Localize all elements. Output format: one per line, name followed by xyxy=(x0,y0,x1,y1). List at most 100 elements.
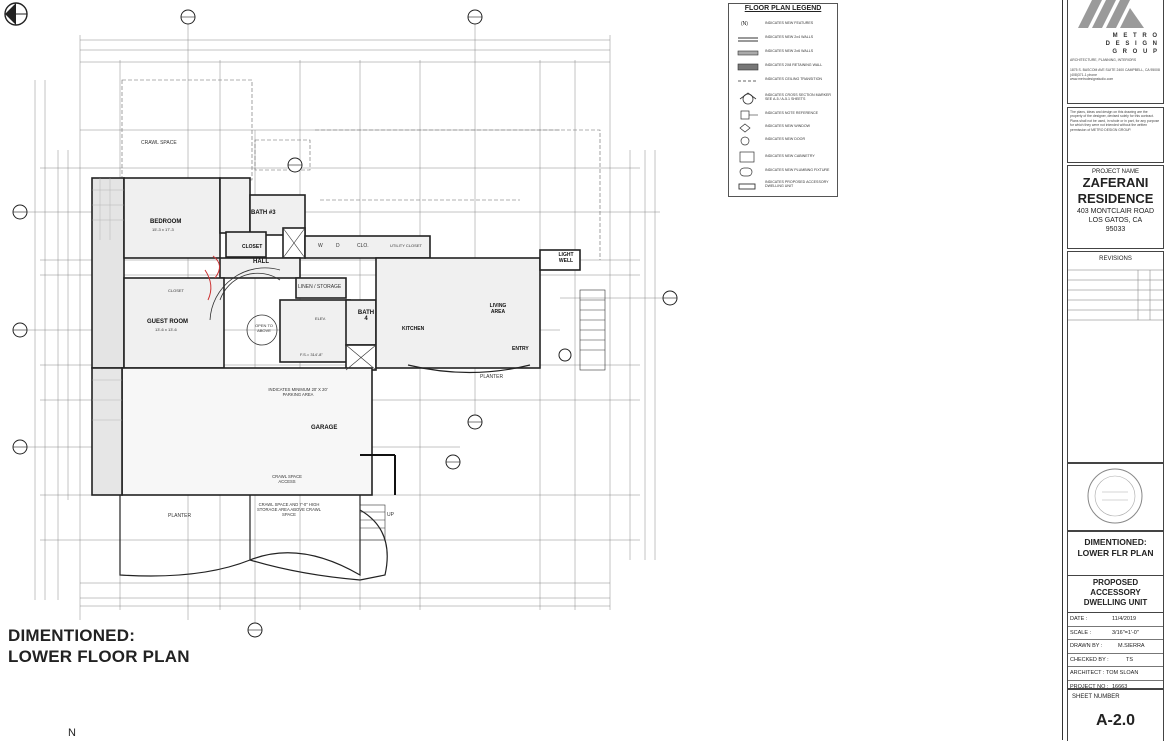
plan-title: DIMENTIONED: LOWER FLOOR PLAN xyxy=(8,625,190,667)
project-type: PROPOSED ACCESSORY DWELLING UNIT xyxy=(1083,578,1148,607)
firm-section: M E T R O D E S I G N G R O U P ARCHITEC… xyxy=(1067,0,1164,104)
meta-label: SCALE : xyxy=(1070,629,1092,636)
open-to-above-label: OPEN TO ABOVE xyxy=(255,323,273,333)
legend-row-2x4: INDICATES NEW 2x4 WALLS xyxy=(729,33,837,45)
stamp-section xyxy=(1067,463,1164,531)
meta-label: PROJECT NO : xyxy=(1070,683,1109,690)
firm-line1: M E T R O xyxy=(1112,33,1159,39)
architect-seal-icon xyxy=(1087,468,1143,524)
legend-item-text: INDICATES CEILING TRANSITION xyxy=(765,77,822,81)
closet2-label: CLOSET xyxy=(168,288,185,293)
legend-row-door: INDICATES NEW DOOR xyxy=(729,135,837,147)
meta-value: TS xyxy=(1126,656,1134,663)
wall-2x4-icon xyxy=(738,37,758,42)
planter-label: PLANTER xyxy=(480,374,504,380)
revisions-table xyxy=(1068,269,1163,321)
copyright-section: The plans, ideas and design on this draw… xyxy=(1067,107,1164,163)
adu-icon xyxy=(738,183,756,190)
note-reference-icon xyxy=(740,110,758,120)
legend-row-2x6: INDICATES NEW 2x6 WALLS xyxy=(729,47,837,59)
meta-row-checked-by: CHECKED BY :TS xyxy=(1068,654,1163,667)
legend-new-symbol: (N) xyxy=(737,20,759,30)
section-marker-icon xyxy=(739,92,757,105)
legend-row-ceiling: INDICATES CEILING TRANSITION xyxy=(729,75,837,87)
bedroom-dim-label: 15'-3 x 17'-3 xyxy=(152,227,174,232)
fs-label: F.S.= 314'-8" xyxy=(300,352,323,357)
legend-row-cabinet: INDICATES NEW CABINETRY xyxy=(729,149,837,164)
entry-label: ENTRY xyxy=(512,346,529,352)
meta-label: ARCHITECT : xyxy=(1070,670,1105,676)
firm-line3: G R O U P xyxy=(1112,49,1159,55)
legend-item-text: INDICATES NEW 2x4 WALLS xyxy=(765,35,814,39)
cabinetry-icon xyxy=(739,151,755,163)
floor-plan-drawing xyxy=(12,9,678,638)
floor-plan: CRAWL SPACE BEDROOM 15'-3 x 17'-3 BATH #… xyxy=(4,2,678,739)
legend-title: FLOOR PLAN LEGEND xyxy=(744,5,822,12)
floor-plan-legend: FLOOR PLAN LEGEND (N) INDICATES NEW FEAT… xyxy=(728,3,838,197)
legend-item-text: INDICATES NEW CABINETRY xyxy=(765,154,815,158)
plan-title-line2: LOWER FLOOR PLAN xyxy=(8,647,190,666)
retaining-wall-icon xyxy=(737,63,759,71)
copyright-text: The plans, ideas and design on this draw… xyxy=(1070,110,1160,132)
legend-item-text: INDICATES PROPOSED ACCESSORY DWELLING UN… xyxy=(765,180,829,188)
legend-row-new-features: (N) INDICATES NEW FEATURES xyxy=(729,19,837,31)
up-label: UP xyxy=(387,512,394,518)
meta-row-scale: SCALE :3/16"=1'-0" xyxy=(1068,627,1163,640)
legend-row-plumbing: INDICATES NEW PLUMBING FIXTURE xyxy=(729,166,837,178)
metro-logo-icon xyxy=(1078,0,1144,28)
legend-item-text: INDICATES NEW WINDOW xyxy=(765,124,811,128)
clo-label: CLO. xyxy=(357,243,369,249)
meta-section: DATE : 11/4/2019 SCALE :3/16"=1'-0" DRAWN… xyxy=(1067,612,1164,690)
kitchen-label: KITCHEN xyxy=(402,326,425,332)
meta-value: 16663 xyxy=(1112,683,1128,690)
guest-room-dim-label: 13'-6 x 13'-6 xyxy=(155,327,177,332)
bedroom-label: BEDROOM xyxy=(150,219,182,225)
legend-row-window: INDICATES NEW WINDOW xyxy=(729,122,837,134)
crawl-space-label: CRAWL SPACE xyxy=(141,140,177,146)
bath3-label: BATH #3 xyxy=(251,210,276,216)
utility-closet-label: UTILITY CLOSET xyxy=(390,243,422,248)
light-well-label: LIGHT WELL xyxy=(558,252,574,264)
sheet-description: DIMENTIONED: LOWER FLR PLAN xyxy=(1077,537,1154,558)
title-block: M E T R O D E S I G N G R O U P ARCHITEC… xyxy=(1062,0,1166,741)
meta-label: DRAWN BY : xyxy=(1070,643,1103,649)
legend-item-text: INDICATES NEW DOOR xyxy=(765,137,806,141)
legend-new-symbol-text: (N) xyxy=(741,21,748,27)
linen-storage-label: LINEN / STORAGE xyxy=(298,284,342,290)
legend-item-text: INDICATES NEW 2x6 WALLS xyxy=(765,49,814,53)
meta-value: 11/4/2019 xyxy=(1112,616,1137,622)
planter2-label: PLANTER xyxy=(168,513,192,519)
meta-value: M.SIERRA xyxy=(1118,643,1145,649)
legend-row-retaining: INDICATES 2X8 RETAINING WALL xyxy=(729,61,837,73)
project-type-section: PROPOSED ACCESSORY DWELLING UNIT xyxy=(1067,575,1164,615)
meta-row-drawn-by: DRAWN BY : M.SIERRA xyxy=(1068,640,1163,654)
meta-label: DATE : xyxy=(1070,616,1088,622)
north-arrow-icon xyxy=(4,2,28,26)
dashed-line-icon xyxy=(738,80,758,82)
revisions-label: REVISIONS xyxy=(1099,256,1132,262)
firm-phone: (408)371-1 phone xyxy=(1070,72,1097,77)
bath4-label: BATH 4 xyxy=(357,310,375,322)
legend-item-text: INDICATES NEW FEATURES xyxy=(765,21,814,25)
legend-row-adu: INDICATES PROPOSED ACCESSORY DWELLING UN… xyxy=(729,180,837,192)
wall-2x6-icon xyxy=(737,50,759,56)
sheet-number: A-2.0 xyxy=(1095,712,1136,729)
north-label: N xyxy=(68,727,76,739)
revisions-section: REVISIONS xyxy=(1067,251,1164,463)
elev-label: ELEV. xyxy=(315,316,326,321)
meta-value: TOM SLOAN xyxy=(1106,670,1139,676)
closet-label: CLOSET xyxy=(242,244,263,250)
firm-web: www.metrodesignstudio.com xyxy=(1070,77,1114,82)
legend-item-text: INDICATES NOTE REFERENCE xyxy=(765,111,819,115)
washer-label: W xyxy=(318,243,323,249)
project-name-label: PROJECT NAME xyxy=(1092,169,1139,175)
plumbing-fixture-icon xyxy=(739,167,753,177)
sheet-number-label: SHEET NUMBER xyxy=(1072,694,1120,700)
address-line2: LOS GATOS, CA xyxy=(1088,217,1143,224)
address-line1: 403 MONTCLAIR ROAD xyxy=(1076,208,1155,215)
legend-item-text: INDICATES 2X8 RETAINING WALL xyxy=(765,63,823,67)
dryer-label: D xyxy=(336,243,340,249)
living-area-label: LIVING AREA xyxy=(489,303,507,315)
crawl-access-label: CRAWL SPACE ACCESS xyxy=(272,474,302,484)
